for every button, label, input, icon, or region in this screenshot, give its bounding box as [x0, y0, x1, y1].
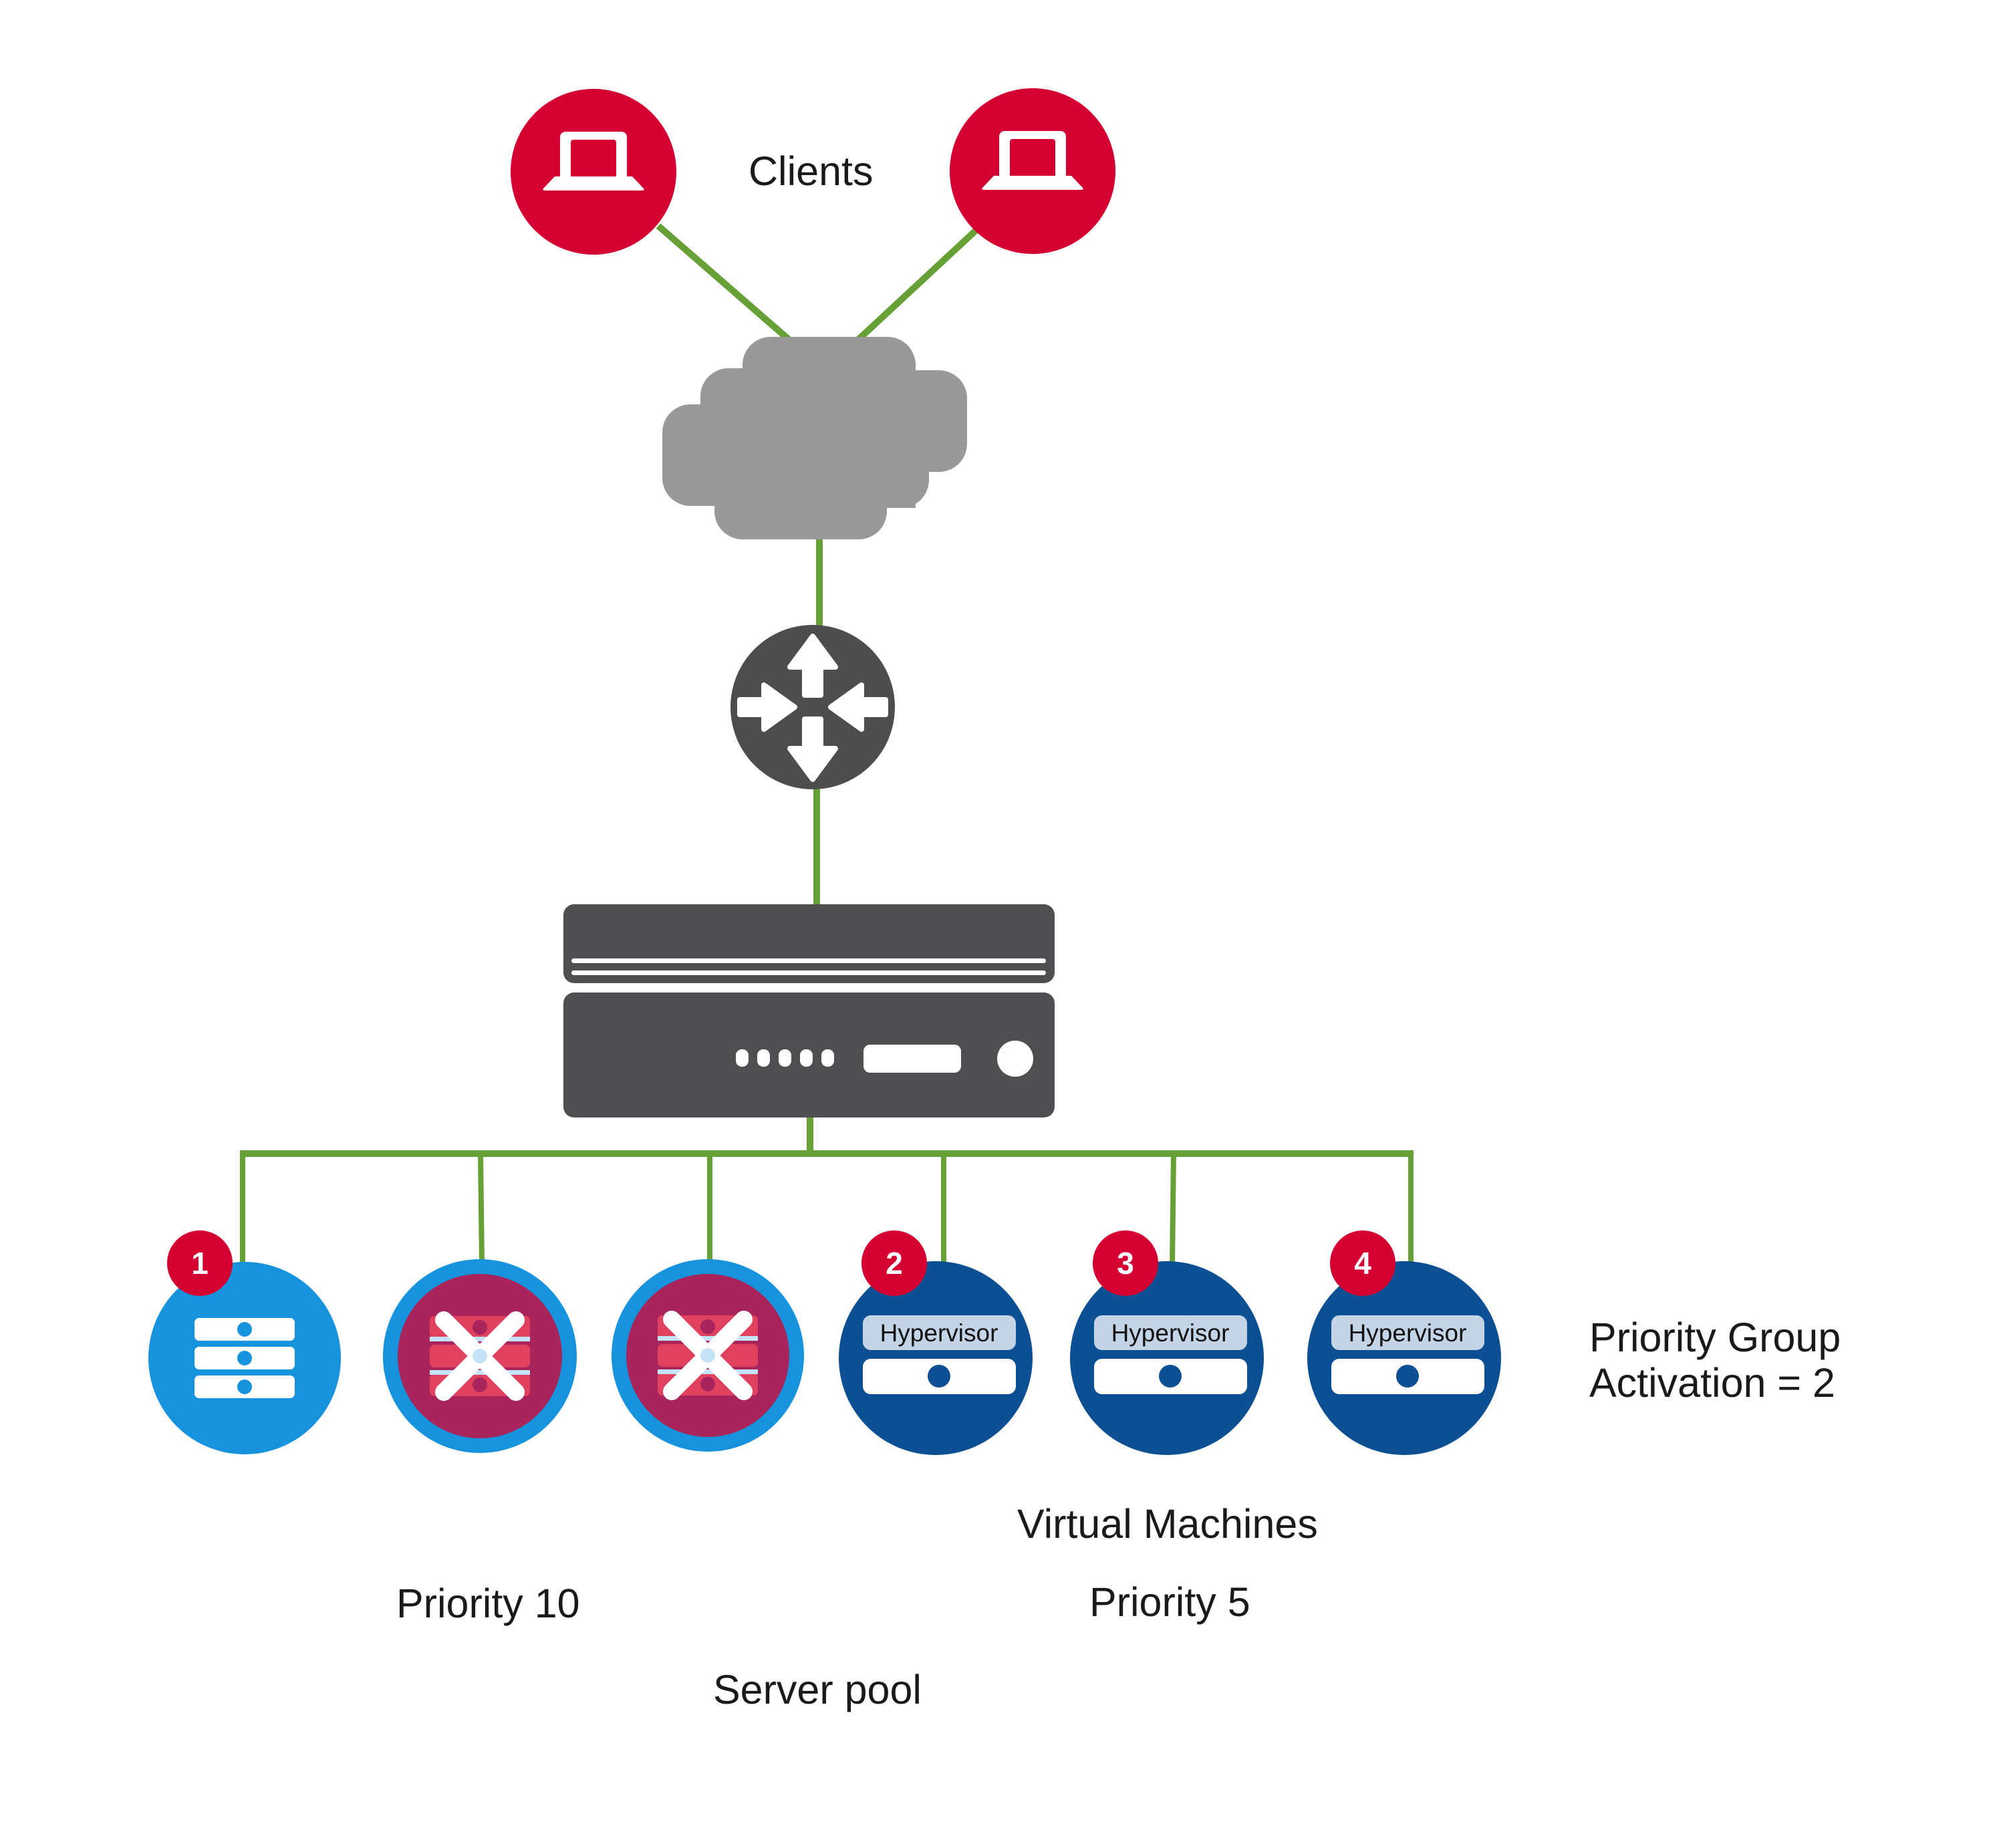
appliance-vent-1	[571, 958, 1046, 963]
priority-10-label: Priority 10	[396, 1581, 580, 1626]
hypervisor-label: Hypervisor	[880, 1319, 998, 1347]
priority-badge-4	[1330, 1230, 1395, 1296]
server-pool-label: Server pool	[713, 1667, 922, 1712]
server-3[interactable]	[612, 1259, 804, 1452]
server-stack-dots	[237, 1322, 252, 1394]
server-2[interactable]	[383, 1259, 577, 1453]
vm-2[interactable]: Hypervisor 3	[1070, 1230, 1264, 1455]
client-1[interactable]	[511, 89, 676, 255]
appliance-leds	[736, 1049, 834, 1067]
hypervisor-label-box	[1094, 1315, 1247, 1350]
cloud-icon	[662, 337, 967, 539]
link-client1-cloud	[656, 223, 795, 345]
vm-3-circle	[1307, 1261, 1501, 1455]
appliance-power-button	[997, 1041, 1033, 1077]
appliance-top-unit	[563, 904, 1055, 983]
server-stack-dots	[473, 1320, 487, 1392]
server-stack-dots	[700, 1319, 715, 1392]
appliance-vent-2	[571, 970, 1046, 975]
priority-badge-3	[1093, 1230, 1158, 1296]
priority-badge-1	[167, 1230, 233, 1296]
hypervisor-label-box	[863, 1315, 1016, 1350]
priority-5-label: Priority 5	[1089, 1579, 1250, 1625]
router-circle	[730, 625, 895, 789]
vm-host-dot	[1159, 1365, 1182, 1388]
drop-server-2	[478, 1153, 485, 1264]
link-client2-cloud	[853, 227, 980, 345]
client-2[interactable]	[950, 88, 1115, 254]
hypervisor-label-box	[1331, 1315, 1484, 1350]
links	[240, 223, 1414, 1267]
activation-label-line2: Activation = 2	[1589, 1360, 1835, 1406]
vm-host-dot	[1396, 1365, 1419, 1388]
failed-x-icon	[658, 1311, 758, 1400]
activation-label-line1: Priority Group	[1589, 1315, 1841, 1360]
server-1[interactable]: 1	[148, 1230, 341, 1454]
router-arrows-icon	[737, 634, 888, 782]
virtual-machines-label: Virtual Machines	[1017, 1501, 1318, 1547]
badge-number: 3	[1117, 1246, 1134, 1281]
vm-2-circle	[1070, 1261, 1264, 1455]
clients-label: Clients	[749, 148, 873, 194]
badge-number: 4	[1354, 1246, 1371, 1281]
router[interactable]	[730, 625, 895, 789]
badge-number: 1	[191, 1246, 209, 1281]
vm-1[interactable]: Hypervisor 2	[839, 1230, 1033, 1455]
appliance-display	[863, 1045, 961, 1073]
hypervisor-label: Hypervisor	[1111, 1319, 1230, 1347]
client-2-circle	[950, 88, 1115, 254]
badge-number: 2	[886, 1246, 903, 1281]
drop-vm-2	[1170, 1153, 1176, 1267]
vm-1-circle	[839, 1261, 1033, 1455]
priority-badge-2	[861, 1230, 927, 1296]
failed-x-icon	[430, 1311, 530, 1401]
hypervisor-label: Hypervisor	[1349, 1319, 1467, 1347]
load-balancer-appliance[interactable]	[563, 904, 1055, 1117]
client-1-circle	[511, 89, 676, 255]
vm-3[interactable]: Hypervisor 4	[1307, 1230, 1501, 1455]
vm-host-dot	[928, 1365, 950, 1388]
